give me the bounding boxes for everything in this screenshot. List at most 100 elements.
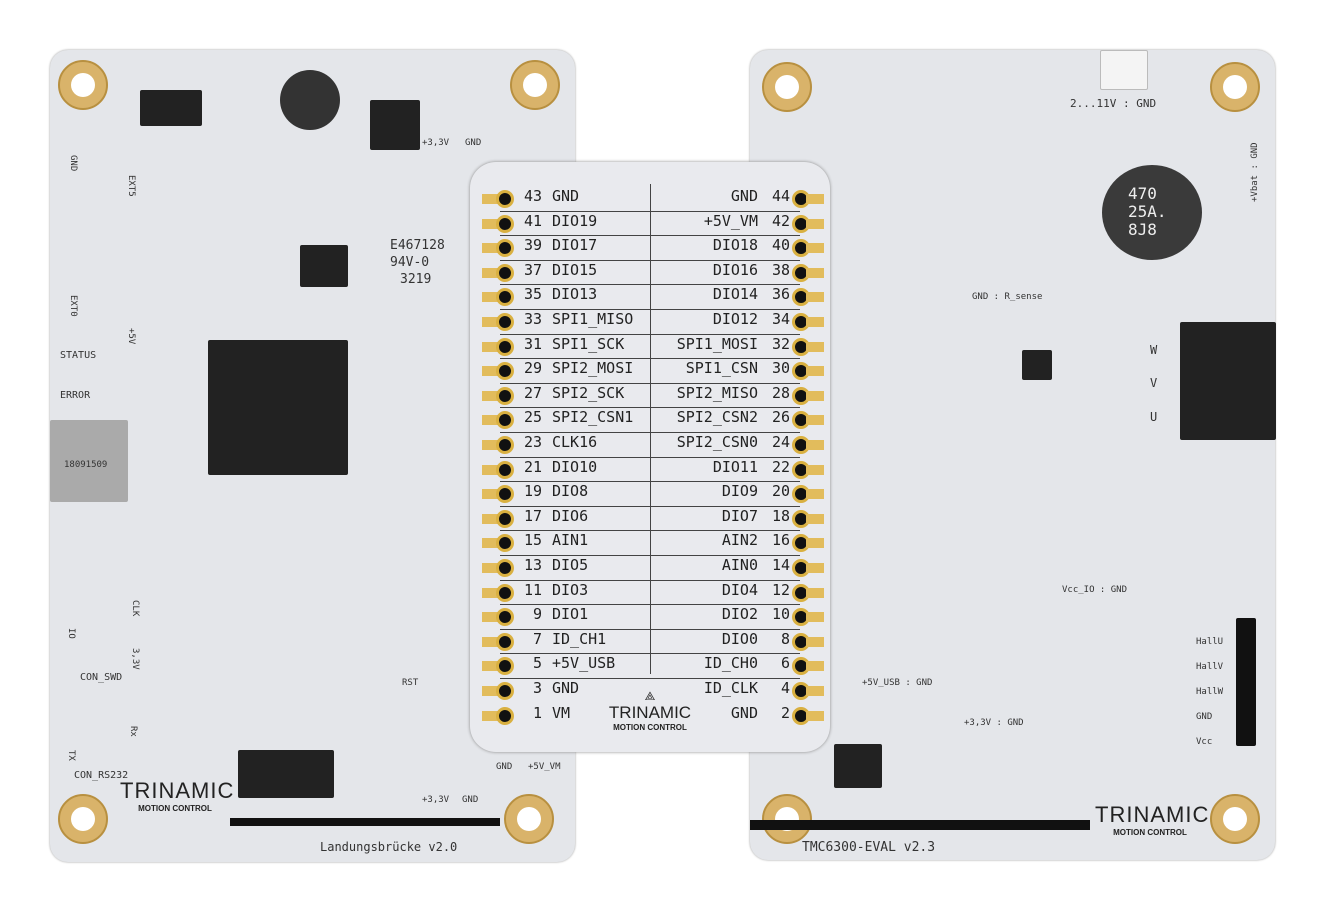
hall-header[interactable] xyxy=(1236,618,1256,746)
v33-label: +3,3V xyxy=(422,138,450,148)
pin-label: DIO4 xyxy=(721,580,758,599)
pin-hole xyxy=(496,239,514,258)
pin-pad xyxy=(806,563,824,573)
pin-pad xyxy=(806,194,824,204)
row-divider xyxy=(500,677,800,679)
pin-pad xyxy=(806,489,824,500)
pin-label: DIO14 xyxy=(712,285,758,304)
pin-label: DIO11 xyxy=(712,457,758,476)
pin-pad xyxy=(482,661,500,672)
pin-pad xyxy=(806,390,824,401)
pin-hole xyxy=(496,706,514,725)
phase-w-label: W xyxy=(1150,343,1158,357)
cert-label: 94V-0 xyxy=(390,255,430,270)
usb-c-connector[interactable] xyxy=(50,420,128,502)
pin-number: 16 xyxy=(771,531,790,550)
pin-label: DIO13 xyxy=(552,285,598,304)
mounting-hole xyxy=(58,794,108,844)
pin-label: DIO9 xyxy=(721,482,758,501)
pin-pad xyxy=(806,267,824,278)
pin-pad xyxy=(482,317,500,327)
pin-pad xyxy=(806,218,824,229)
row-divider xyxy=(500,456,800,458)
pin-pad xyxy=(806,317,824,327)
pin-hole xyxy=(496,313,514,331)
pin-label: DIO10 xyxy=(552,457,598,476)
pin-pad xyxy=(806,587,824,598)
row-divider xyxy=(500,308,800,310)
pin-number: 21 xyxy=(523,457,542,476)
pin-number: 28 xyxy=(771,383,790,402)
ic xyxy=(238,750,334,798)
pin-number: 5 xyxy=(532,654,542,673)
pin-hole xyxy=(496,190,514,208)
pin-label: GND xyxy=(552,679,580,697)
pin-pad xyxy=(482,538,500,549)
pin-label: SPI2_CSN2 xyxy=(676,408,758,427)
silkscreen-bar xyxy=(750,820,1090,830)
power-connector[interactable] xyxy=(1100,50,1148,90)
vm-label: +5V_VM xyxy=(528,762,561,772)
pin-hole xyxy=(496,263,514,282)
clk-label: CLK xyxy=(130,600,140,617)
pin-hole xyxy=(496,583,514,602)
pin-number: 14 xyxy=(771,556,790,574)
pin-number: 2 xyxy=(780,703,790,722)
io-label: IO xyxy=(66,628,76,639)
ext5-label: EXT5 xyxy=(126,175,136,197)
ic xyxy=(370,100,420,150)
pin-number: 43 xyxy=(523,187,542,205)
pin-hole xyxy=(496,534,514,553)
pin-pad xyxy=(806,538,824,549)
pin-number: 10 xyxy=(771,605,790,624)
row-divider xyxy=(500,333,800,335)
rsense-label: GND : R_sense xyxy=(972,292,1043,302)
motor-connector[interactable] xyxy=(1180,322,1276,440)
pin-label: SPI1_SCK xyxy=(552,334,625,353)
pin-pad xyxy=(482,513,500,524)
pin-hole xyxy=(496,608,514,627)
usb-label: +5V_USB : GND xyxy=(862,678,933,688)
pin-label: SPI1_MISO xyxy=(552,310,634,328)
pin-label: ID_CH0 xyxy=(703,654,758,673)
pin-number: 15 xyxy=(523,531,542,550)
con-rs232-label: CON_RS232 xyxy=(74,770,129,781)
5v-label: +5V xyxy=(126,328,136,345)
pin-label: SPI1_MOSI xyxy=(676,334,758,353)
ext0-label: EXT0 xyxy=(68,295,78,317)
pin-label: GND xyxy=(730,187,758,205)
pin-row-left: 5+5V_USB xyxy=(470,654,650,678)
row-divider xyxy=(500,210,800,212)
row-divider xyxy=(500,604,800,606)
pin-number: 4 xyxy=(780,679,790,697)
pin-hole xyxy=(496,362,514,381)
divider xyxy=(650,184,651,674)
rst-label: RST xyxy=(402,678,419,688)
pin-number: 40 xyxy=(771,236,790,255)
pin-hole xyxy=(496,288,514,307)
pin-number: 11 xyxy=(523,580,542,599)
pin-hole xyxy=(496,559,514,577)
pin-label: DIO8 xyxy=(552,482,589,501)
gnd-label: GND xyxy=(68,155,78,172)
board-name: TMC6300-EVAL v2.3 xyxy=(802,840,936,855)
pin-label: DIO17 xyxy=(552,236,598,255)
mounting-hole xyxy=(510,60,560,110)
pin-number: 1 xyxy=(532,703,542,722)
v33-label: +3,3V : GND xyxy=(964,718,1024,728)
